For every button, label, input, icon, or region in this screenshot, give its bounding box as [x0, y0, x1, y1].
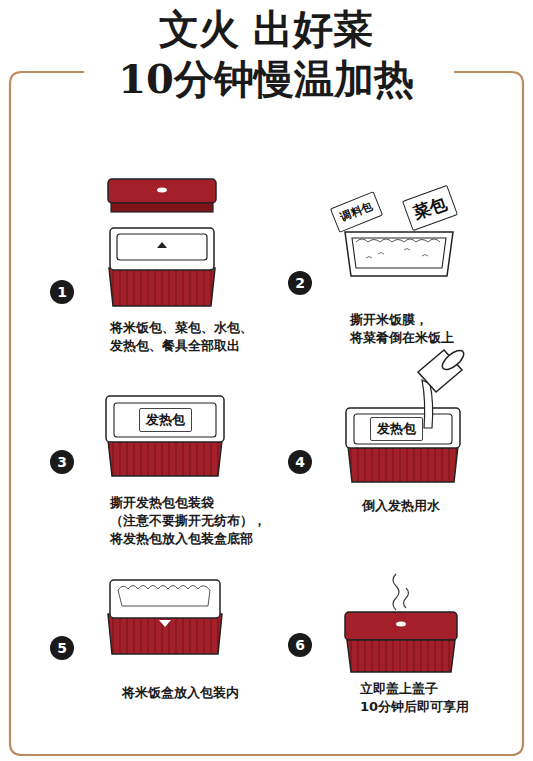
step5-box — [108, 614, 222, 654]
step1-box — [108, 179, 216, 203]
step-instruction: 将米饭盒放入包装内 — [122, 684, 287, 702]
callout-number: 1 — [50, 280, 74, 304]
step3-box — [114, 403, 216, 437]
callout-number: 3 — [50, 450, 74, 474]
step6-box — [345, 612, 457, 672]
step-instruction: 撕开米饭膜， 将菜肴倒在米饭上 — [350, 311, 474, 347]
step-instruction: 撕开发热包包装袋 （注意不要撕开无纺布）， 将发热包放入包装盒底部 — [110, 494, 290, 548]
step-instruction: 将米饭包、菜包、水包、 发热包、餐具全部取出 — [110, 319, 275, 355]
callout-number: 3 — [57, 454, 67, 470]
step-instruction: 立即盖上盖子 10分钟后即可享用 — [360, 680, 484, 716]
callout-number: 2 — [288, 271, 312, 295]
step1-box — [117, 234, 207, 260]
callout-number: 5 — [50, 636, 74, 660]
step3-box — [106, 396, 224, 442]
box-text: 发热包 — [146, 412, 185, 428]
step2-tray — [366, 249, 428, 259]
step6-box — [396, 622, 406, 627]
water-cup — [439, 347, 467, 373]
water-cup — [418, 347, 467, 428]
box-text: 调料包 — [338, 199, 374, 224]
packet-box: 菜包 — [402, 185, 458, 231]
box-text: 菜包 — [411, 193, 450, 223]
step2-tray — [345, 232, 453, 276]
step3-box — [106, 396, 224, 476]
steam — [393, 574, 409, 610]
heat-pack-label: 发热包 — [370, 417, 423, 441]
step2-tray — [356, 239, 440, 242]
step-instruction: 倒入发热用水 — [362, 497, 492, 515]
frame-outline — [10, 72, 523, 755]
callout-number: 5 — [57, 640, 67, 656]
step1-box — [110, 228, 214, 270]
steam — [404, 588, 409, 608]
steam — [393, 574, 399, 610]
step6-box — [345, 612, 457, 640]
step4-box — [354, 414, 452, 444]
packet-box: 调料包 — [329, 191, 382, 233]
step1-box — [157, 188, 167, 193]
step1-box — [108, 179, 216, 306]
callout-number: 4 — [288, 450, 312, 474]
step1-box — [109, 268, 215, 306]
step4-box — [346, 408, 460, 482]
step2-tray — [352, 238, 446, 268]
heat-pack-label: 发热包 — [139, 408, 192, 432]
callout-number: 6 — [295, 637, 305, 653]
step1-box — [157, 242, 167, 248]
step2-tray — [345, 232, 453, 276]
callout-number: 1 — [57, 284, 67, 300]
step5-box — [159, 620, 171, 627]
callout-number: 2 — [295, 275, 305, 291]
callout-number: 6 — [288, 633, 312, 657]
step4-box — [346, 408, 460, 448]
step5-box — [118, 586, 210, 607]
box-text: 发热包 — [377, 421, 416, 437]
step5-box — [108, 580, 222, 654]
callout-number: 4 — [295, 454, 305, 470]
title: 文火 出好菜 10分钟慢温加热 — [76, 4, 456, 104]
step5-box — [110, 580, 220, 618]
step3-box — [108, 440, 222, 476]
step6-box — [347, 640, 455, 672]
step1-box — [111, 203, 213, 212]
step4-box — [348, 446, 458, 482]
